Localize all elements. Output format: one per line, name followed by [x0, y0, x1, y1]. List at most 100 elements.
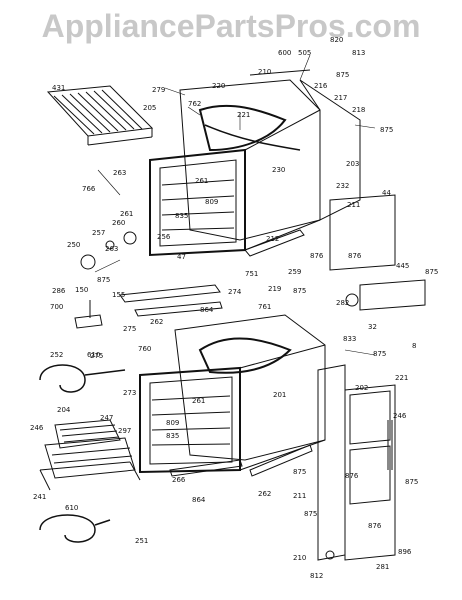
lower-oven-cavity-part — [139, 314, 326, 474]
part-label-864-b: 864 — [192, 496, 206, 504]
part-label-700: 700 — [50, 303, 64, 311]
part-label-205: 205 — [143, 104, 157, 112]
part-label-217: 217 — [334, 94, 348, 102]
part-label-32: 32 — [368, 323, 377, 331]
part-label-201: 201 — [273, 391, 287, 399]
part-label-220: 220 — [212, 82, 226, 90]
part-label-610-b: 610 — [65, 504, 79, 512]
part-label-875-g: 875 — [293, 468, 307, 476]
part-label-282: 282 — [336, 299, 350, 307]
part-label-751: 751 — [245, 270, 259, 278]
part-label-241: 241 — [33, 493, 47, 501]
leader-lines — [94, 54, 376, 356]
part-label-875-e: 875 — [293, 287, 307, 295]
part-label-262: 262 — [150, 318, 164, 326]
part-label-8: 8 — [412, 342, 417, 350]
part-label-813: 813 — [352, 49, 366, 57]
part-label-218: 218 — [352, 106, 366, 114]
part-label-896: 896 — [398, 548, 412, 556]
part-label-762: 762 — [188, 100, 202, 108]
trim-strips-part — [119, 229, 313, 477]
part-label-211-a: 211 — [347, 201, 361, 209]
part-label-155: 155 — [112, 291, 126, 299]
part-label-833: 833 — [343, 335, 357, 343]
part-label-876-b: 876 — [348, 252, 362, 260]
part-label-297: 297 — [118, 427, 132, 435]
part-label-875-c: 875 — [425, 268, 439, 276]
part-label-232: 232 — [336, 182, 350, 190]
part-label-875-h: 875 — [405, 478, 419, 486]
part-label-150: 150 — [75, 286, 89, 294]
thermostat-part — [74, 300, 103, 329]
part-label-266: 266 — [172, 476, 186, 484]
part-label-259: 259 — [288, 268, 302, 276]
part-label-286: 286 — [52, 287, 66, 295]
part-label-246-b: 246 — [393, 412, 407, 420]
oven-rack-part — [46, 85, 154, 146]
part-label-260: 260 — [112, 219, 126, 227]
part-label-875-b: 875 — [380, 126, 394, 134]
part-label-274: 274 — [228, 288, 242, 296]
part-label-876-a: 876 — [310, 252, 324, 260]
part-label-257: 257 — [92, 229, 106, 237]
part-label-812: 812 — [310, 572, 324, 580]
part-label-221-b: 221 — [395, 374, 409, 382]
part-label-505: 505 — [298, 49, 312, 57]
part-label-275-b: 275 — [90, 352, 104, 360]
part-label-210-a: 210 — [258, 68, 272, 76]
part-label-219: 219 — [268, 285, 282, 293]
broil-element-part — [39, 514, 111, 543]
part-label-263-b: 263 — [105, 245, 119, 253]
upper-side-panel-part — [329, 194, 396, 271]
part-label-47: 47 — [177, 253, 186, 261]
part-label-261-b: 261 — [120, 210, 134, 218]
knob-parts — [80, 231, 359, 560]
part-label-864-a: 864 — [200, 306, 214, 314]
part-label-256: 256 — [157, 233, 171, 241]
part-label-279: 279 — [152, 86, 166, 94]
part-label-210-b: 210 — [293, 554, 307, 562]
part-label-761: 761 — [258, 303, 272, 311]
rear-bracket-part — [359, 279, 426, 311]
part-label-275-a: 275 — [123, 325, 137, 333]
part-label-261-a: 261 — [195, 177, 209, 185]
part-label-809-a: 809 — [205, 198, 219, 206]
part-label-261-c: 261 — [192, 397, 206, 405]
part-label-445: 445 — [396, 262, 410, 270]
part-label-252: 252 — [50, 351, 64, 359]
part-label-247: 247 — [100, 414, 114, 422]
part-label-273: 273 — [123, 389, 137, 397]
part-label-766: 766 — [82, 185, 96, 193]
part-label-600: 600 — [278, 49, 292, 57]
part-label-44: 44 — [382, 189, 391, 197]
part-label-211-b: 211 — [293, 492, 307, 500]
part-label-251: 251 — [135, 537, 149, 545]
part-label-875-d: 875 — [97, 276, 111, 284]
part-label-202: 202 — [355, 384, 369, 392]
part-label-835-a: 835 — [175, 212, 189, 220]
part-label-262-b: 262 — [258, 490, 272, 498]
part-label-281: 281 — [376, 563, 390, 571]
part-label-876-c: 876 — [345, 472, 359, 480]
part-label-216: 216 — [314, 82, 328, 90]
part-label-820: 820 — [330, 36, 344, 44]
part-label-809-b: 809 — [166, 419, 180, 427]
upper-oven-cavity-part — [149, 69, 361, 257]
part-label-610-a: 610 — [87, 351, 101, 359]
bake-element-part — [39, 364, 126, 393]
part-label-221-a: 221 — [237, 111, 251, 119]
part-label-204: 204 — [57, 406, 71, 414]
part-label-876-d: 876 — [368, 522, 382, 530]
part-label-875-a: 875 — [336, 71, 350, 79]
part-label-212: 212 — [266, 235, 280, 243]
part-label-760: 760 — [138, 345, 152, 353]
part-label-246-a: 246 — [30, 424, 44, 432]
part-label-875-i: 875 — [304, 510, 318, 518]
part-label-203: 203 — [346, 160, 360, 168]
part-label-230: 230 — [272, 166, 286, 174]
part-label-875-f: 875 — [373, 350, 387, 358]
lower-side-panels-part — [317, 364, 396, 561]
watermark: AppliancePartsPros.com — [41, 8, 421, 44]
part-label-835-b: 835 — [166, 432, 180, 440]
